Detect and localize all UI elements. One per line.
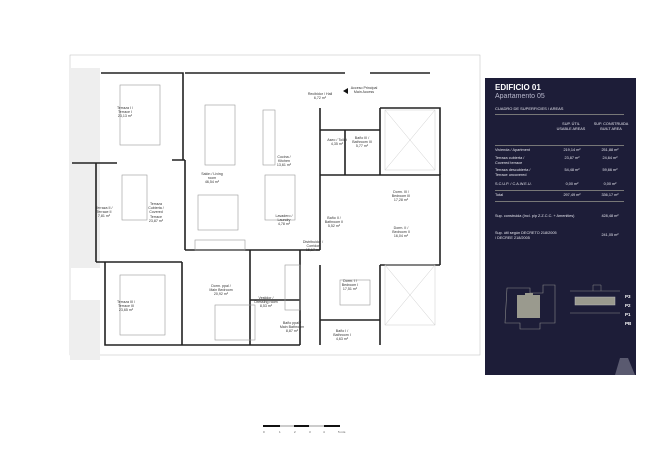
room-label: Vestidor / Dressing room 8,53 m²	[254, 296, 278, 309]
level-label: P2	[625, 303, 631, 308]
level-label: P1	[625, 312, 631, 317]
area-summary-panel: EDIFICIO 01 Apartamento 05 CUADRO DE SUP…	[485, 78, 636, 375]
scale-tick: 5 mts	[338, 430, 346, 434]
building-key-plan	[504, 284, 620, 330]
scale-tick: 1	[279, 430, 281, 434]
room-label: Dorm. III / Bedroom III 17,28 m²	[391, 190, 411, 203]
scale-tick: 4	[323, 430, 325, 434]
building-title: EDIFICIO 01	[495, 83, 541, 92]
level-label: P3	[625, 294, 631, 299]
table-title: CUADRO DE SUPERFICIES / AREAS	[495, 106, 564, 111]
room-label: Baño II / Bathroom II 5,52 m²	[324, 216, 344, 229]
room-label: Lavadero / Laundry 4,78 m²	[275, 214, 293, 227]
room-label: Terraza II / Terrace II 7,81 m²	[95, 206, 113, 219]
room-label: Aseo / Toilet 4,35 m²	[327, 138, 347, 147]
room-label: Baño ppal / Main Bathroom 8,87 m²	[279, 321, 305, 334]
room-label: Dorm. ppal / Main Bedroom 20,92 m²	[209, 284, 233, 297]
room-label: Salón / Living room 46,54 m²	[201, 172, 223, 185]
room-label: Terraza Cubierta / Covered Terrace 23,87…	[148, 202, 164, 223]
scale-tick: 3	[309, 430, 311, 434]
room-label: Dorm. II / Bedroom II 16,04 m²	[392, 226, 410, 239]
room-label: Baño III / Bathroom III 5,77 m²	[352, 136, 372, 149]
level-label: PB	[625, 321, 632, 326]
entrance-arrow-icon	[343, 88, 348, 94]
room-label: Dorm. I / Bedroom I 17,51 m²	[341, 279, 359, 292]
apartment-subtitle: Apartamento 05	[495, 93, 545, 100]
logo-mark-icon	[615, 358, 635, 375]
scale-tick: 0	[263, 430, 265, 434]
scale-bar	[263, 425, 340, 427]
room-label: Terraza I / Terrace I 23,13 m²	[117, 106, 133, 119]
column-header-useful: SUP. ÚTIL USABLE AREAS	[556, 122, 586, 131]
room-label: Baño I / Bathroom I 4,63 m²	[333, 329, 351, 342]
column-header-built: SUP. CONSTRUIDA BUILT AREA	[593, 122, 629, 131]
room-label: Acceso Principal Main Access	[350, 86, 378, 95]
room-label: Recibidor / Hall 6,72 m²	[307, 92, 333, 101]
scale-tick: 2	[294, 430, 296, 434]
room-label: Cocina / Kitchen 13,61 m²	[276, 155, 292, 168]
room-label: Distribuidor / Corridor 15,17 m²	[302, 240, 324, 253]
room-label: Terraza III / Terrace III 23,65 m²	[117, 300, 135, 313]
